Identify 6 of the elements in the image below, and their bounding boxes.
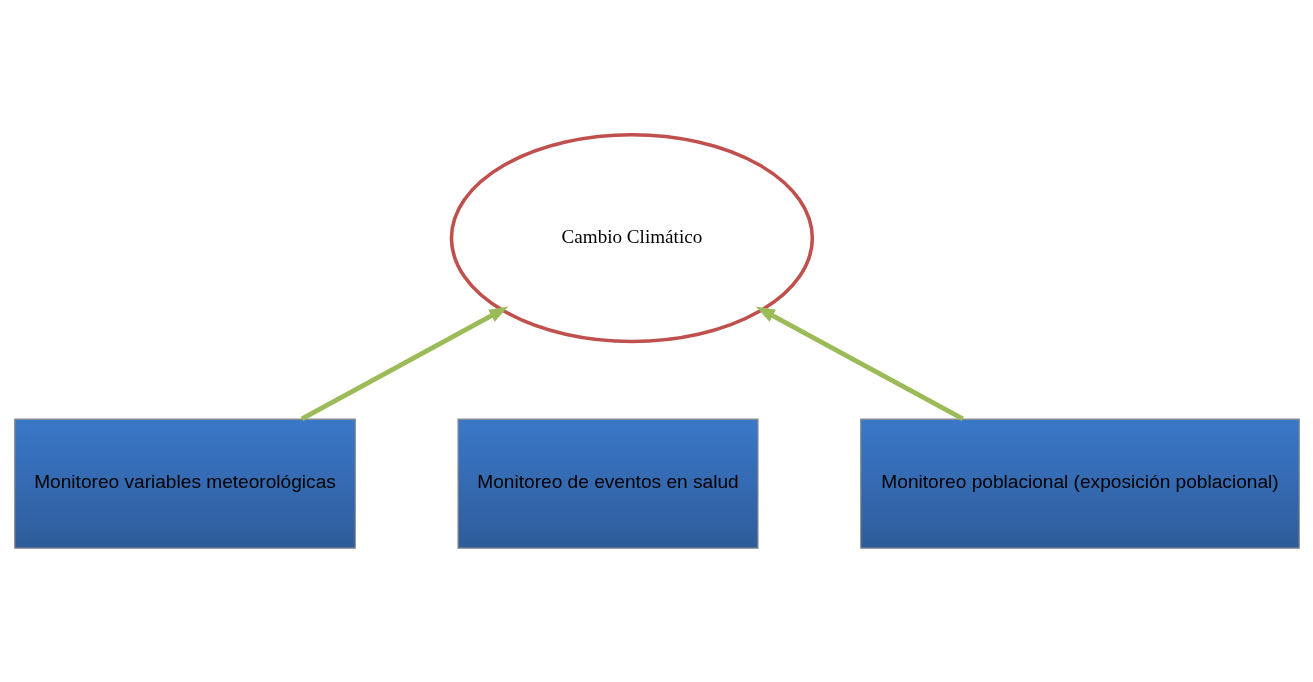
arrow [300,306,508,421]
node-ellipse: Cambio Climático [449,132,814,343]
node-box: Monitoreo variables meteorológicas [13,418,356,549]
node-box: Monitoreo de eventos en salud [456,418,759,549]
arrow [755,306,964,421]
node-box: Monitoreo poblacional (exposición poblacional) [859,418,1300,549]
